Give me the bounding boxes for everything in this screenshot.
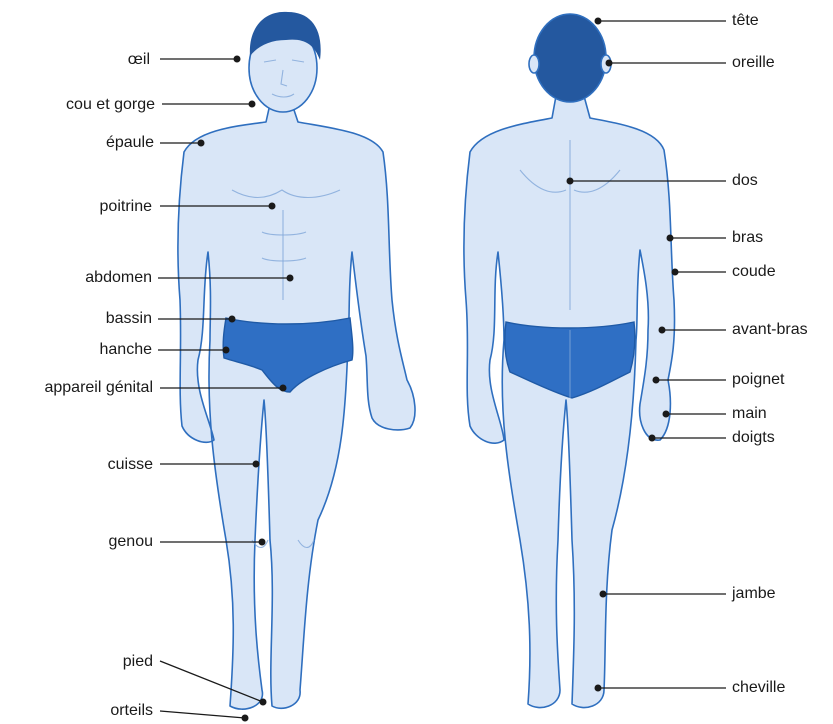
pointer-bras [667,235,674,242]
label-dos-text: dos [732,172,758,189]
pointer-poignet [653,377,660,384]
pointer-coude [672,269,679,276]
label-cuisse-text: cuisse [108,456,153,473]
back-head [534,14,606,102]
label-epaule-text: épaule [106,134,154,151]
back-body-figure [464,14,675,708]
pointer-cou-et-gorge [249,101,256,108]
pointer-avant-bras [659,327,666,334]
pointer-orteils [242,715,249,722]
pointer-abdomen [287,275,294,282]
label-cou-et-gorge: cou et gorge [66,96,255,113]
pointer-main [663,411,670,418]
label-doigts: doigts [649,429,775,446]
label-cheville: cheville [595,679,786,696]
pointer-doigts [649,435,656,442]
front-body-silhouette [178,104,415,709]
label-oeil: œil [128,51,241,68]
label-avant-bras: avant-bras [659,321,808,338]
pointer-oeil [234,56,241,63]
label-abdomen-text: abdomen [85,269,152,286]
back-body-silhouette [464,96,675,708]
label-tete: tête [595,12,759,29]
front-body-figure [178,12,415,709]
pointer-cuisse [253,461,260,468]
pointer-oreille [606,60,613,67]
label-orteils-text: orteils [110,702,153,719]
label-coude-text: coude [732,263,776,280]
label-hanche-text: hanche [100,341,153,358]
label-orteils: orteils [110,702,248,722]
label-bassin-text: bassin [106,310,152,327]
label-main: main [663,405,767,422]
pointer-bassin [229,316,236,323]
label-coude: coude [672,263,776,280]
label-bras: bras [667,229,764,246]
label-oreille-text: oreille [732,54,775,71]
pointer-jambe [600,591,607,598]
leader-orteils [160,711,245,718]
pointer-poitrine [269,203,276,210]
pointer-epaule [198,140,205,147]
pointer-cheville [595,685,602,692]
label-avant-bras-text: avant-bras [732,321,808,338]
label-poignet-text: poignet [732,371,785,388]
label-jambe: jambe [600,585,776,602]
label-oeil-text: œil [128,51,150,68]
label-poitrine-text: poitrine [100,198,153,215]
label-main-text: main [732,405,767,422]
label-jambe-text: jambe [731,585,776,602]
pointer-genou [259,539,266,546]
label-oreille: oreille [606,54,775,71]
label-cou-et-gorge-text: cou et gorge [66,96,155,113]
pointer-pied [260,699,267,706]
label-pied-text: pied [123,653,153,670]
label-appareil-genital-text: appareil génital [44,379,153,396]
label-bras-text: bras [732,229,763,246]
pointer-dos [567,178,574,185]
label-doigts-text: doigts [732,429,775,446]
pointer-hanche [223,347,230,354]
label-genou-text: genou [109,533,154,550]
pointer-appareil-genital [280,385,287,392]
label-cheville-text: cheville [732,679,785,696]
label-tete-text: tête [732,12,759,29]
label-poignet: poignet [653,371,786,388]
pointer-tete [595,18,602,25]
